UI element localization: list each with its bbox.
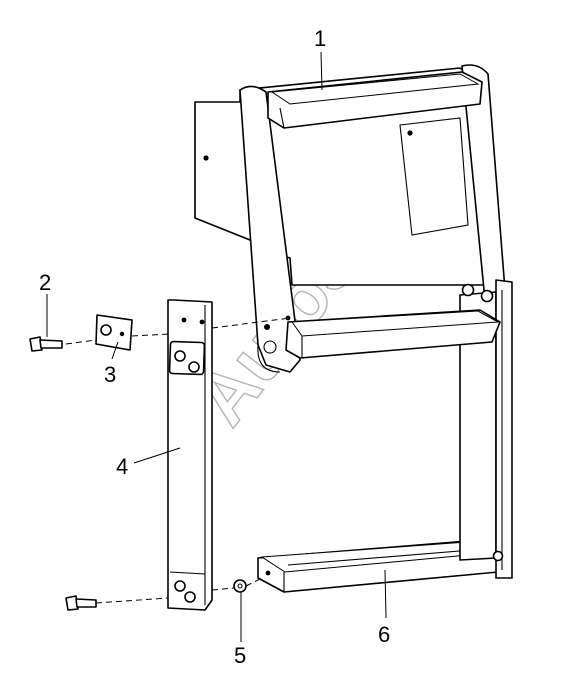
callout-1: 1 [314,26,326,51]
callout-3: 3 [104,362,116,387]
leader-1 [320,51,323,91]
callout-6: 6 [378,622,390,647]
callout-5: 5 [234,643,246,668]
bolt-part-2 [29,336,63,352]
step-frame-side-left [239,85,301,373]
callout-2: 2 [39,270,51,295]
leader-6 [384,569,387,619]
washer-part-5 [233,579,247,593]
bolt-lower [65,595,97,611]
assembly-line-lower [95,577,263,604]
step-tread-top [267,71,483,129]
bracket-part-4 [167,299,213,611]
step-tread-middle [263,309,501,359]
leader-4 [133,447,181,464]
callout-4: 4 [116,454,128,479]
plate-part-3 [95,314,133,351]
assembly-line-upper [65,317,291,345]
leader-3 [111,341,119,360]
frame-bolts [461,283,504,562]
